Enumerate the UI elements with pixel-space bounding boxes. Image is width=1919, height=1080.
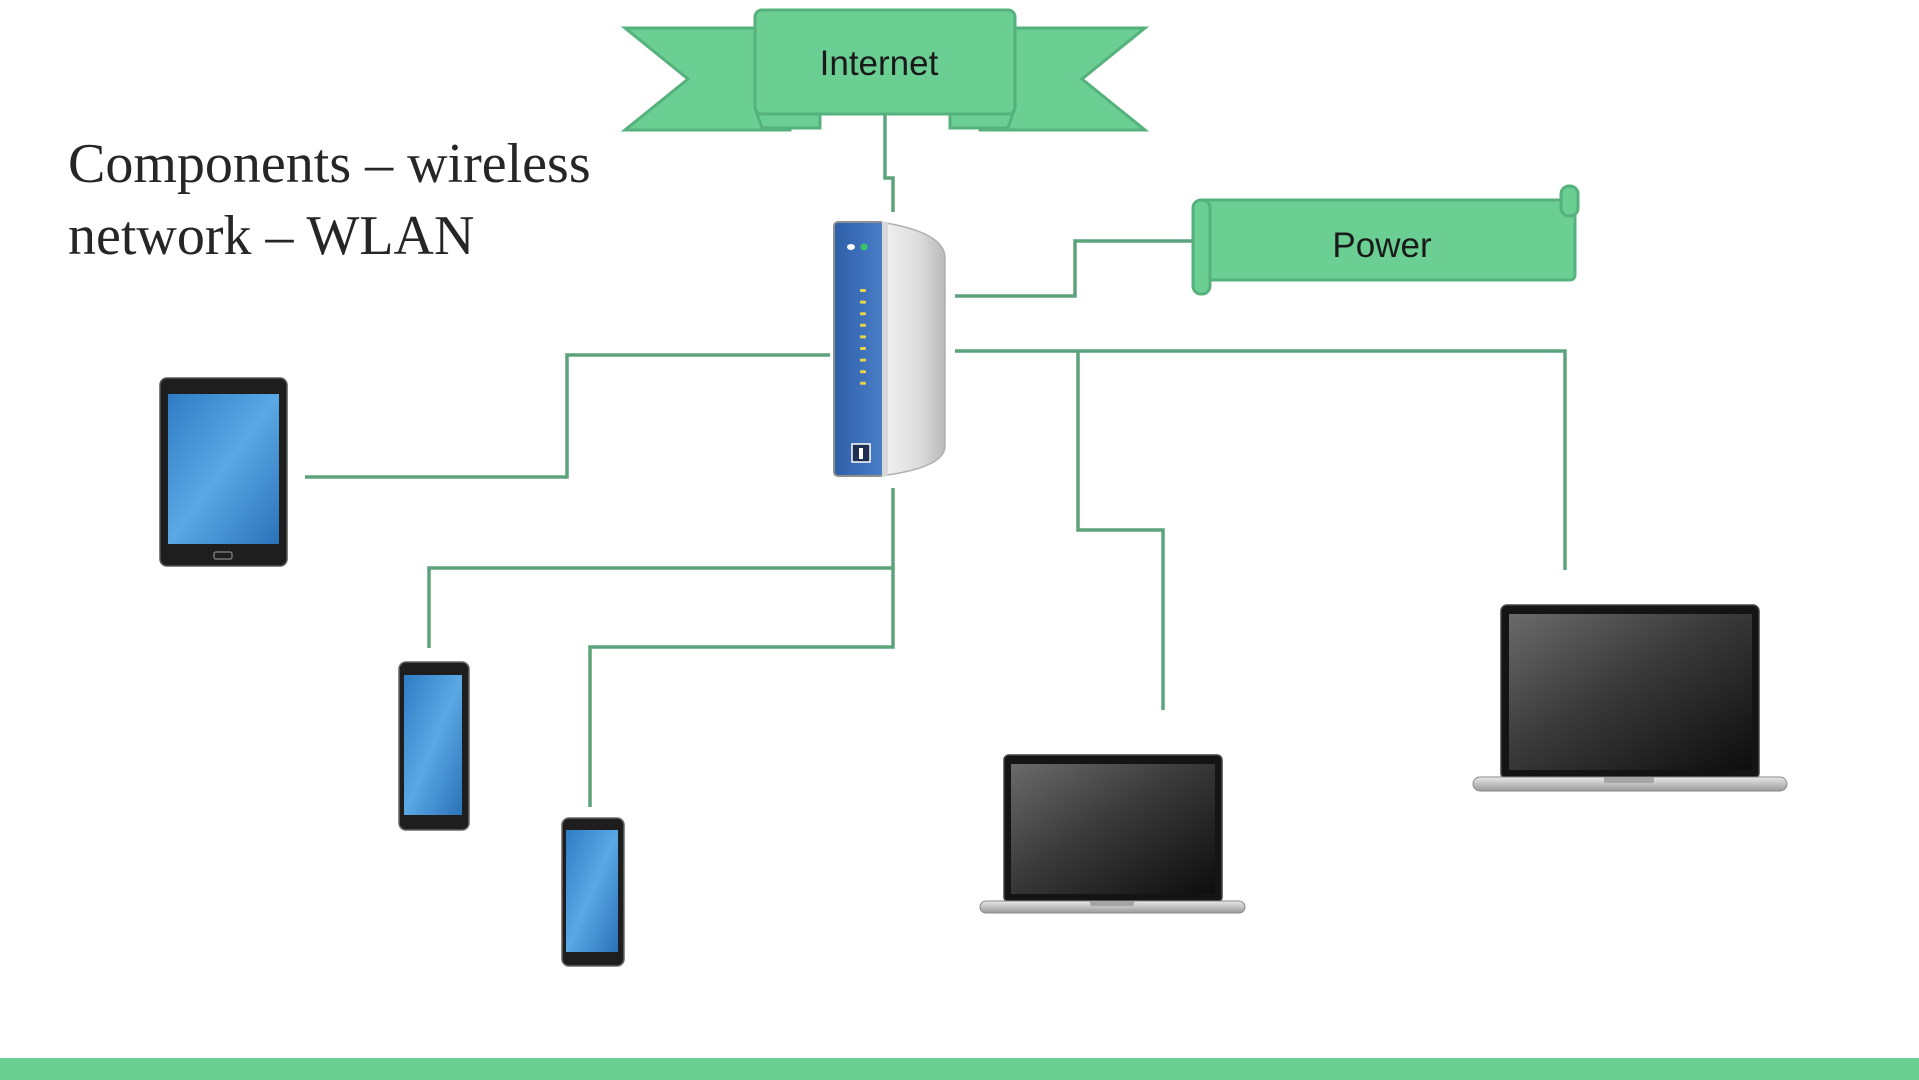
footer-accent-bar — [0, 1058, 1919, 1080]
connector-lines — [305, 110, 1567, 807]
power-label: Power — [1332, 226, 1432, 265]
connector-internet-router — [883, 110, 895, 212]
router-activity-led — [860, 335, 866, 339]
router-status-led — [860, 243, 868, 251]
internet-label: Internet — [820, 44, 939, 83]
connector-router-tablet — [305, 353, 830, 479]
tablet-icon — [159, 377, 288, 567]
laptop-icon — [979, 754, 1246, 914]
phone-1-screen — [404, 675, 462, 815]
connector-router-laptops — [955, 349, 1567, 570]
laptop-icon — [1472, 604, 1788, 792]
router-activity-led — [860, 358, 866, 362]
smartphone-icon — [398, 661, 470, 831]
connector-laptop-1 — [1076, 351, 1165, 710]
power-banner-right-curl — [1559, 184, 1580, 218]
router-side-panel — [879, 221, 946, 477]
power-banner-left-curl — [1191, 198, 1212, 296]
router-activity-led — [860, 347, 866, 350]
laptop-2-screen — [1509, 614, 1752, 770]
connector-router-phone-1 — [427, 488, 895, 648]
slide-title-line-2: network – WLAN — [68, 205, 475, 267]
connector-router-power — [955, 239, 1195, 298]
slide-title-line-1: Components – wireless — [68, 133, 591, 195]
wireless-router-icon — [833, 221, 946, 477]
router-inner-edge — [882, 222, 888, 476]
laptop-1-screen — [1011, 764, 1215, 894]
power-banner: Power — [1191, 184, 1580, 296]
router-activity-led — [860, 289, 866, 292]
internet-banner: Internet — [620, 8, 1150, 132]
laptop-2-notch — [1604, 777, 1654, 783]
router-activity-led — [860, 323, 866, 327]
tablet-screen — [168, 394, 279, 544]
slide-title: Components – wireless network – WLAN — [68, 128, 591, 272]
router-power-led — [847, 244, 855, 250]
router-port-slot — [859, 448, 863, 459]
router-activity-led — [860, 312, 866, 316]
laptop-1-notch — [1090, 901, 1134, 906]
router-activity-led — [860, 300, 866, 304]
phone-2-screen — [566, 830, 618, 952]
router-activity-leds — [860, 289, 866, 385]
internet-banner-body — [753, 8, 1017, 116]
router-activity-led — [860, 370, 866, 374]
connector-router-phone-2 — [588, 568, 895, 807]
router-activity-led — [860, 381, 866, 385]
router-front-panel — [833, 221, 885, 477]
tablet-home-button — [213, 551, 233, 560]
smartphone-icon — [561, 817, 625, 967]
